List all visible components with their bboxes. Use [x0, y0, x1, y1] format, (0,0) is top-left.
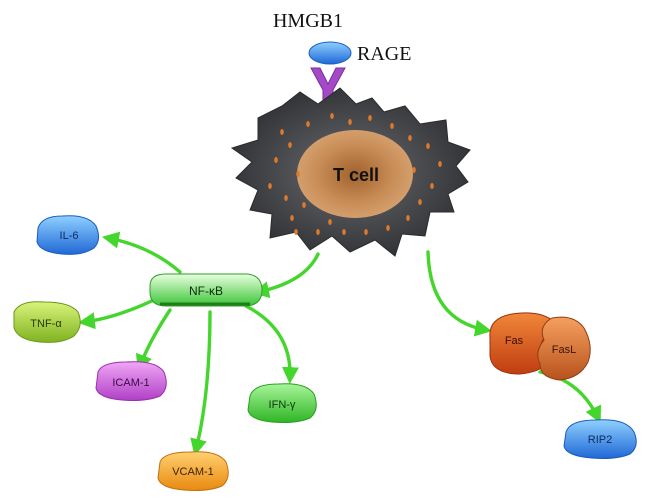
- arrow-nfkb-to-ifn: [244, 304, 299, 385]
- fas-fasl-complex: Fas FasL: [489, 312, 591, 381]
- vcam1-label: VCAM-1: [172, 466, 214, 478]
- t-cell-granules: [268, 113, 442, 235]
- nfkb-node: NF-κB: [149, 273, 263, 307]
- arrow-nfkb-to-icam: [135, 308, 172, 372]
- fasl-label: FasL: [552, 344, 576, 356]
- rage-label: RAGE: [357, 43, 411, 65]
- arrow-nfkb-to-tnf: [77, 294, 164, 330]
- fas-label: Fas: [505, 335, 524, 347]
- rip2-node: RIP2: [563, 419, 637, 459]
- nfkb-label: NF-κB: [189, 284, 223, 298]
- tnf-alpha-node: TNF-α: [13, 301, 81, 343]
- arrow-tcell-to-fas: [426, 250, 493, 337]
- t-cell: T cell: [230, 87, 471, 257]
- hmgb1-label: HMGB1: [273, 10, 343, 32]
- arrow-fas-to-rip2: [538, 370, 602, 424]
- icam1-node: ICAM-1: [95, 361, 167, 401]
- t-cell-nucleus: [297, 130, 413, 218]
- signal-arrows: [77, 231, 602, 456]
- il6-label: IL-6: [60, 230, 79, 242]
- rip2-label: RIP2: [588, 434, 612, 446]
- vcam1-node: VCAM-1: [157, 451, 229, 491]
- arrow-nfkb-to-il6: [101, 231, 182, 274]
- tnf-alpha-label: TNF-α: [30, 318, 62, 330]
- fasl-node: [537, 316, 591, 381]
- rage-receptor-icon: [310, 67, 346, 105]
- il6-node: IL-6: [36, 215, 100, 255]
- ifn-gamma-label: IFN-γ: [269, 399, 296, 411]
- arrow-tcell-to-nfkb: [252, 252, 320, 299]
- icam1-label: ICAM-1: [112, 377, 149, 389]
- arrow-nfkb-to-vcam: [190, 310, 212, 456]
- ifn-gamma-node: IFN-γ: [247, 383, 317, 423]
- hmgb1-ligand: [308, 41, 352, 65]
- t-cell-label: T cell: [333, 165, 379, 185]
